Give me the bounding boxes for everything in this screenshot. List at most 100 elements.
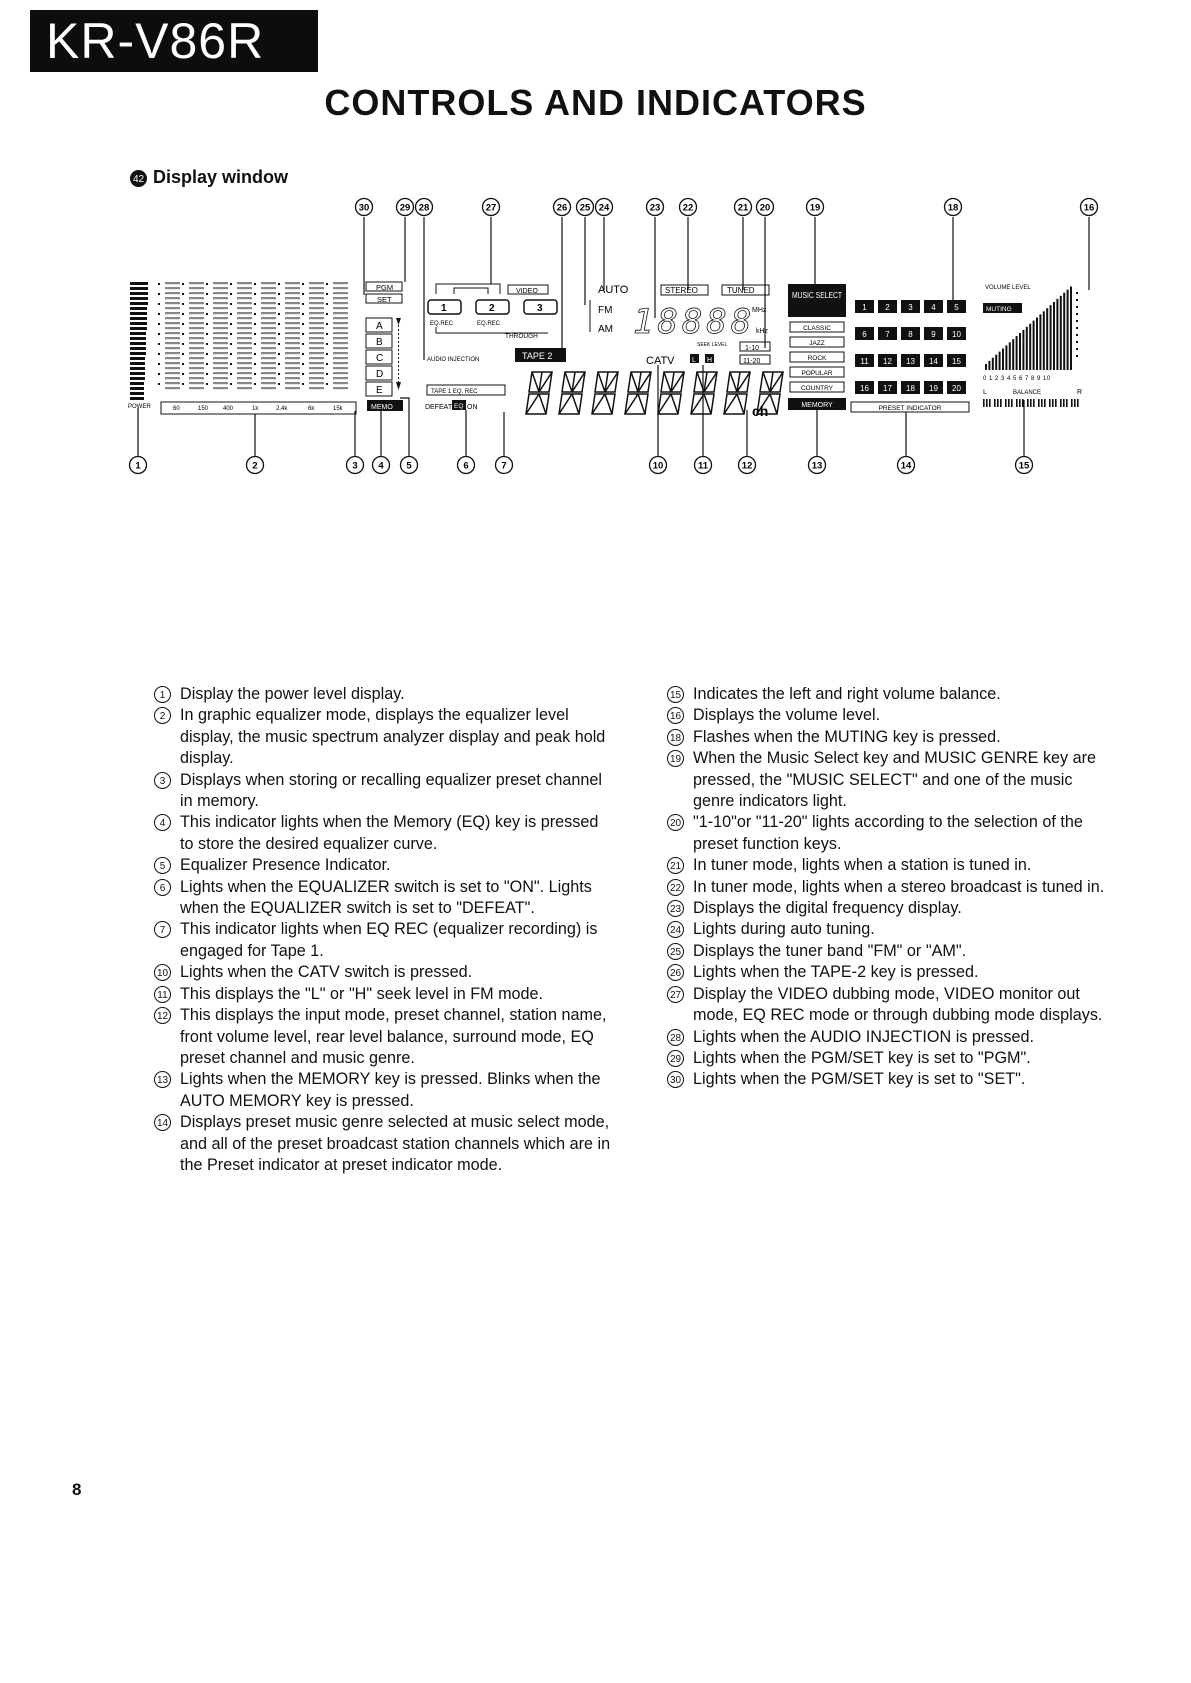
- power-level-meter: POWER: [128, 282, 151, 410]
- stereo-label: STEREO: [665, 286, 698, 295]
- set-label: SET: [377, 295, 392, 304]
- auto-label: AUTO: [598, 284, 629, 296]
- model-name: KR-V86R: [30, 10, 318, 72]
- balance-l-label: L: [983, 389, 987, 396]
- preset-number: 14: [929, 357, 938, 366]
- item-number: 23: [667, 900, 684, 918]
- tape1-eq-rec-label: TAPE 1 EQ. REC: [431, 389, 478, 395]
- item-number: 30: [667, 1071, 684, 1089]
- muting-label: MUTING: [986, 306, 1012, 313]
- item-text: This displays the input mode, preset cha…: [180, 1006, 607, 1067]
- callout-number: 26: [557, 203, 568, 214]
- ch-label: ch: [752, 403, 768, 419]
- item-text: Equalizer Presence Indicator.: [180, 856, 391, 875]
- item-text: Display the VIDEO dubbing mode, VIDEO mo…: [693, 984, 1103, 1025]
- seek-h-label: H: [707, 357, 712, 364]
- item-text: "1-10"or "11-20" lights according to the…: [693, 813, 1083, 853]
- video-box-3: 3: [537, 303, 543, 314]
- preset-down-arrow-icon: [396, 382, 401, 390]
- item-text: This displays the "L" or "H" seek level …: [180, 984, 544, 1003]
- tuner-display: AUTO FM AM STEREO TUNED 18888 MHz kHz SE…: [589, 284, 771, 367]
- preset-number: 16: [860, 384, 869, 393]
- fm-label: FM: [598, 305, 612, 316]
- character-display: [525, 371, 784, 415]
- callout-number: 22: [683, 203, 694, 214]
- item-text: Lights when the MEMORY key is pressed. B…: [180, 1070, 601, 1110]
- item-text: This indicator lights when EQ REC (equal…: [180, 920, 598, 960]
- callout-number: 5: [406, 461, 412, 472]
- callout-marker: 21: [733, 197, 753, 217]
- page-number: 8: [72, 1480, 82, 1499]
- tape2-indicator: [515, 348, 566, 362]
- eq-preset-b: B: [376, 337, 383, 348]
- equalizer-display: 60 150 400 1k 2.4k 6k 15k: [158, 282, 357, 415]
- item-number: 2: [154, 707, 171, 725]
- item-number: 18: [667, 728, 684, 746]
- preset-up-arrow-icon: [396, 318, 401, 325]
- volume-display: VOLUME LEVEL MUTING 0 1 2 3 4 5 6 7 8 9 …: [983, 285, 1082, 407]
- preset-indicator-label: PRESET INDICATOR: [879, 405, 942, 412]
- eq-bracket: [160, 401, 357, 415]
- preset-number: 15: [952, 357, 961, 366]
- callout-number: 28: [419, 203, 430, 214]
- callout-marker: 6: [456, 455, 476, 475]
- frequency-digits: 18888: [633, 302, 755, 342]
- callout-marker: 11: [693, 455, 713, 475]
- callout-marker: 26: [552, 197, 572, 217]
- item-number: 26: [667, 964, 684, 982]
- eq-rec-label-2: EQ.REC: [477, 321, 501, 327]
- callout-number: 15: [1019, 461, 1030, 472]
- eq-rec-label-1: EQ.REC: [430, 321, 454, 327]
- callout-marker: 18: [943, 197, 963, 217]
- balance-r-label: R: [1077, 389, 1082, 396]
- callout-number: 30: [359, 203, 370, 214]
- preset-number: 7: [885, 330, 890, 339]
- seek-level-label: SEEK LEVEL: [697, 342, 728, 348]
- callout-number: 29: [400, 203, 411, 214]
- eq-freq-6k: 6k: [308, 406, 315, 412]
- genre-classic: CLASSIC: [803, 325, 831, 332]
- preset-number: 6: [862, 330, 867, 339]
- item-number: 12: [154, 1007, 171, 1025]
- callout-number: 24: [599, 203, 610, 214]
- item-text: Displays the volume level.: [693, 706, 881, 725]
- page-title: CONTROLS AND INDICATORS: [324, 82, 867, 123]
- item-number: 1: [154, 686, 171, 703]
- callout-number: 13: [812, 461, 823, 472]
- eq-preset-d: D: [376, 369, 383, 380]
- volume-scale: 0 1 2 3 4 5 6 7 8 9 10: [983, 376, 1051, 382]
- memo-eq-indicator: [367, 400, 403, 411]
- preset-number: 5: [954, 303, 959, 312]
- item-number: 24: [667, 921, 684, 939]
- genre-rock: ROCK: [808, 355, 827, 362]
- item-text: In tuner mode, lights when a station is …: [693, 856, 1032, 875]
- preset-number: 11: [860, 357, 869, 366]
- music-select-label: MUSIC SELECT: [792, 291, 842, 300]
- preset-number: 13: [906, 357, 915, 366]
- power-label: POWER: [128, 404, 151, 410]
- preset-number: 18: [906, 384, 915, 393]
- seek-l-label: L: [692, 357, 696, 364]
- callout-number: 4: [378, 461, 384, 472]
- item-number: 20: [667, 814, 684, 832]
- eq-freq-15k: 15k: [333, 406, 344, 412]
- callout-number: 21: [738, 203, 749, 214]
